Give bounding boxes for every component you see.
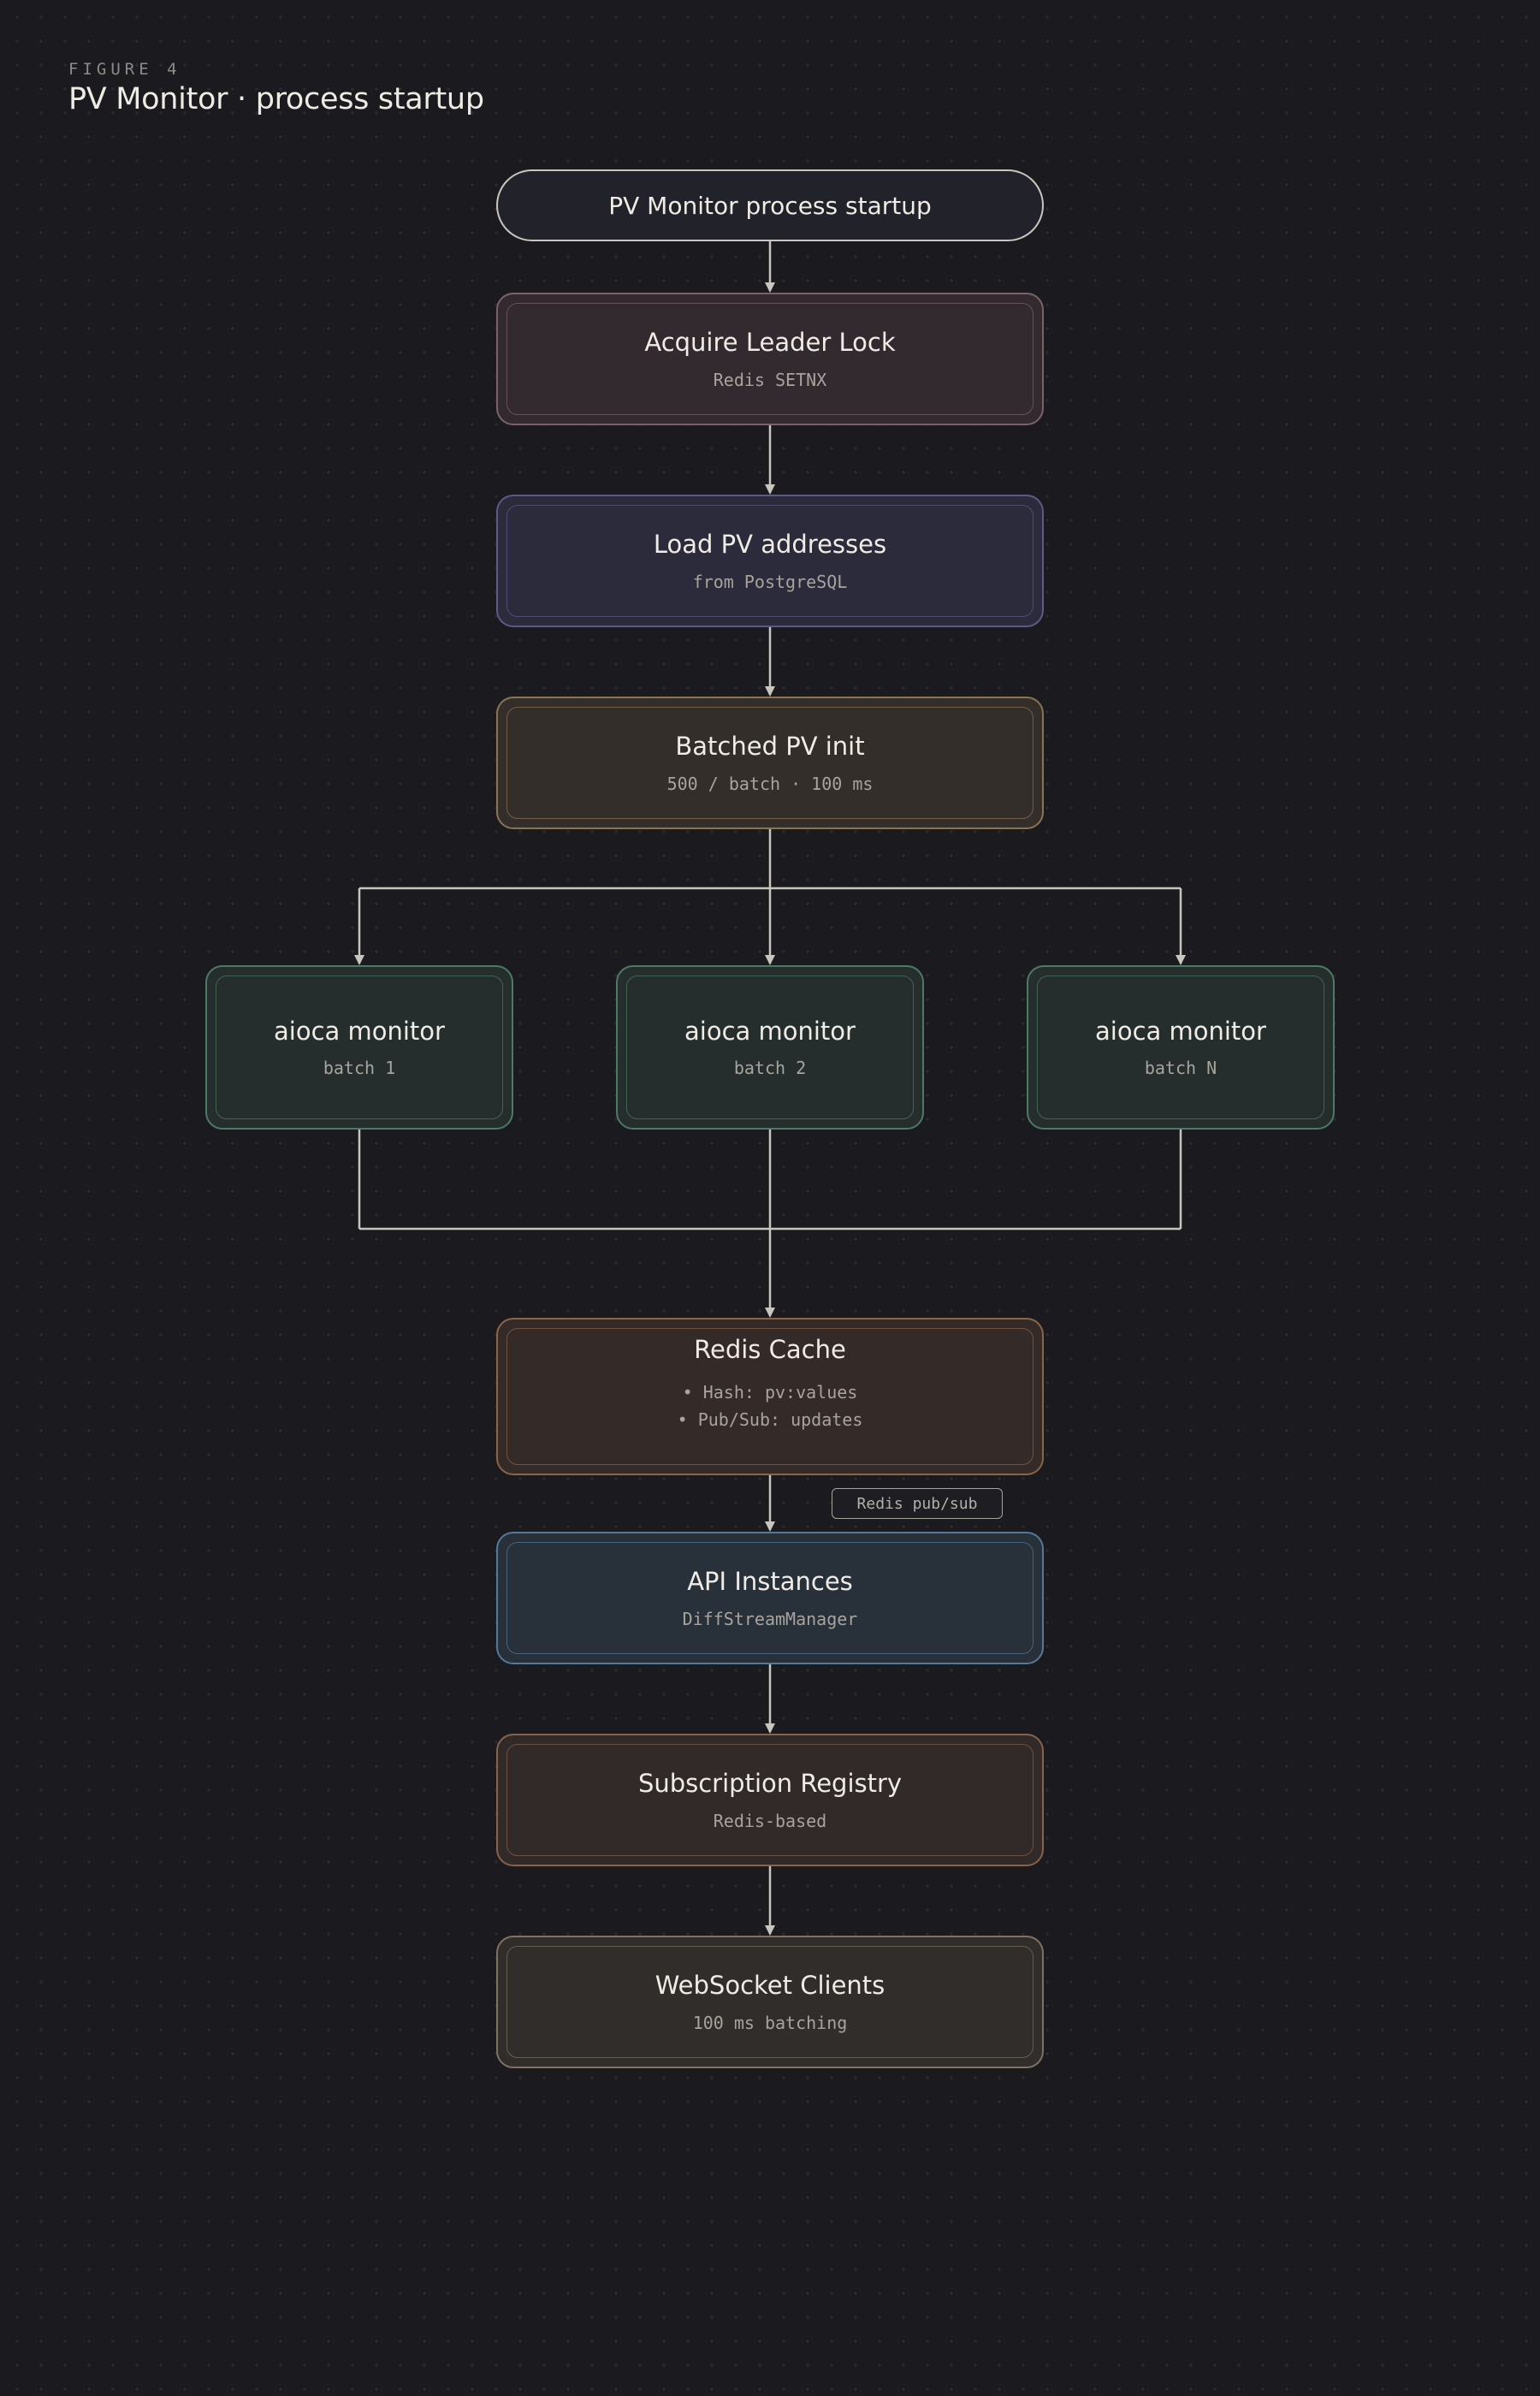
node-title: Batched PV init — [675, 732, 865, 762]
node-aioca-monitor-batch-1: aioca monitor batch 1 — [205, 965, 513, 1130]
node-subtitle: batch 2 — [733, 1058, 807, 1079]
bullet-item: • Hash: pv:values — [682, 1381, 858, 1403]
node-aioca-monitor-batch-n: aioca monitor batch N — [1027, 965, 1335, 1130]
figure-title: PV Monitor · process startup — [68, 82, 484, 116]
node-subtitle: Redis SETNX — [713, 369, 827, 390]
node-subtitle: from PostgreSQL — [692, 571, 848, 592]
bullet-item: • Pub/Sub: updates — [677, 1409, 863, 1430]
node-title: WebSocket Clients — [654, 1971, 886, 2001]
node-batched-pv-init: Batched PV init 500 / batch · 100 ms — [496, 697, 1044, 829]
node-title: API Instances — [687, 1567, 853, 1597]
node-subtitle: DiffStreamManager — [682, 1608, 858, 1629]
node-subscription-registry: Subscription Registry Redis-based — [496, 1734, 1044, 1866]
node-title: Subscription Registry — [637, 1769, 903, 1799]
node-load-pv-addresses: Load PV addresses from PostgreSQL — [496, 495, 1044, 627]
start-terminal: PV Monitor process startup — [496, 169, 1044, 241]
node-bullet-list: • Hash: pv:values • Pub/Sub: updates — [678, 1379, 863, 1433]
node-title: Load PV addresses — [653, 530, 887, 560]
edge-label-redis-pubsub: Redis pub/sub — [832, 1488, 1003, 1519]
node-title: Acquire Leader Lock — [644, 328, 896, 358]
start-terminal-label: PV Monitor process startup — [608, 191, 932, 220]
figure-label: FIGURE 4 — [68, 60, 181, 79]
node-title: aioca monitor — [274, 1016, 445, 1046]
node-redis-cache: Redis Cache • Hash: pv:values • Pub/Sub:… — [496, 1318, 1044, 1475]
node-title: aioca monitor — [684, 1016, 856, 1046]
node-aioca-monitor-batch-2: aioca monitor batch 2 — [616, 965, 924, 1130]
node-api-instances: API Instances DiffStreamManager — [496, 1532, 1044, 1664]
node-subtitle: batch N — [1144, 1058, 1217, 1079]
node-subtitle: Redis-based — [713, 1810, 827, 1831]
node-acquire-leader-lock: Acquire Leader Lock Redis SETNX — [496, 293, 1044, 425]
node-title: Redis Cache — [694, 1335, 846, 1364]
node-websocket-clients: WebSocket Clients 100 ms batching — [496, 1936, 1044, 2068]
node-subtitle: batch 1 — [323, 1058, 396, 1079]
node-subtitle: 100 ms batching — [692, 2012, 848, 2033]
node-subtitle: 500 / batch · 100 ms — [666, 773, 874, 794]
node-title: aioca monitor — [1095, 1016, 1266, 1046]
